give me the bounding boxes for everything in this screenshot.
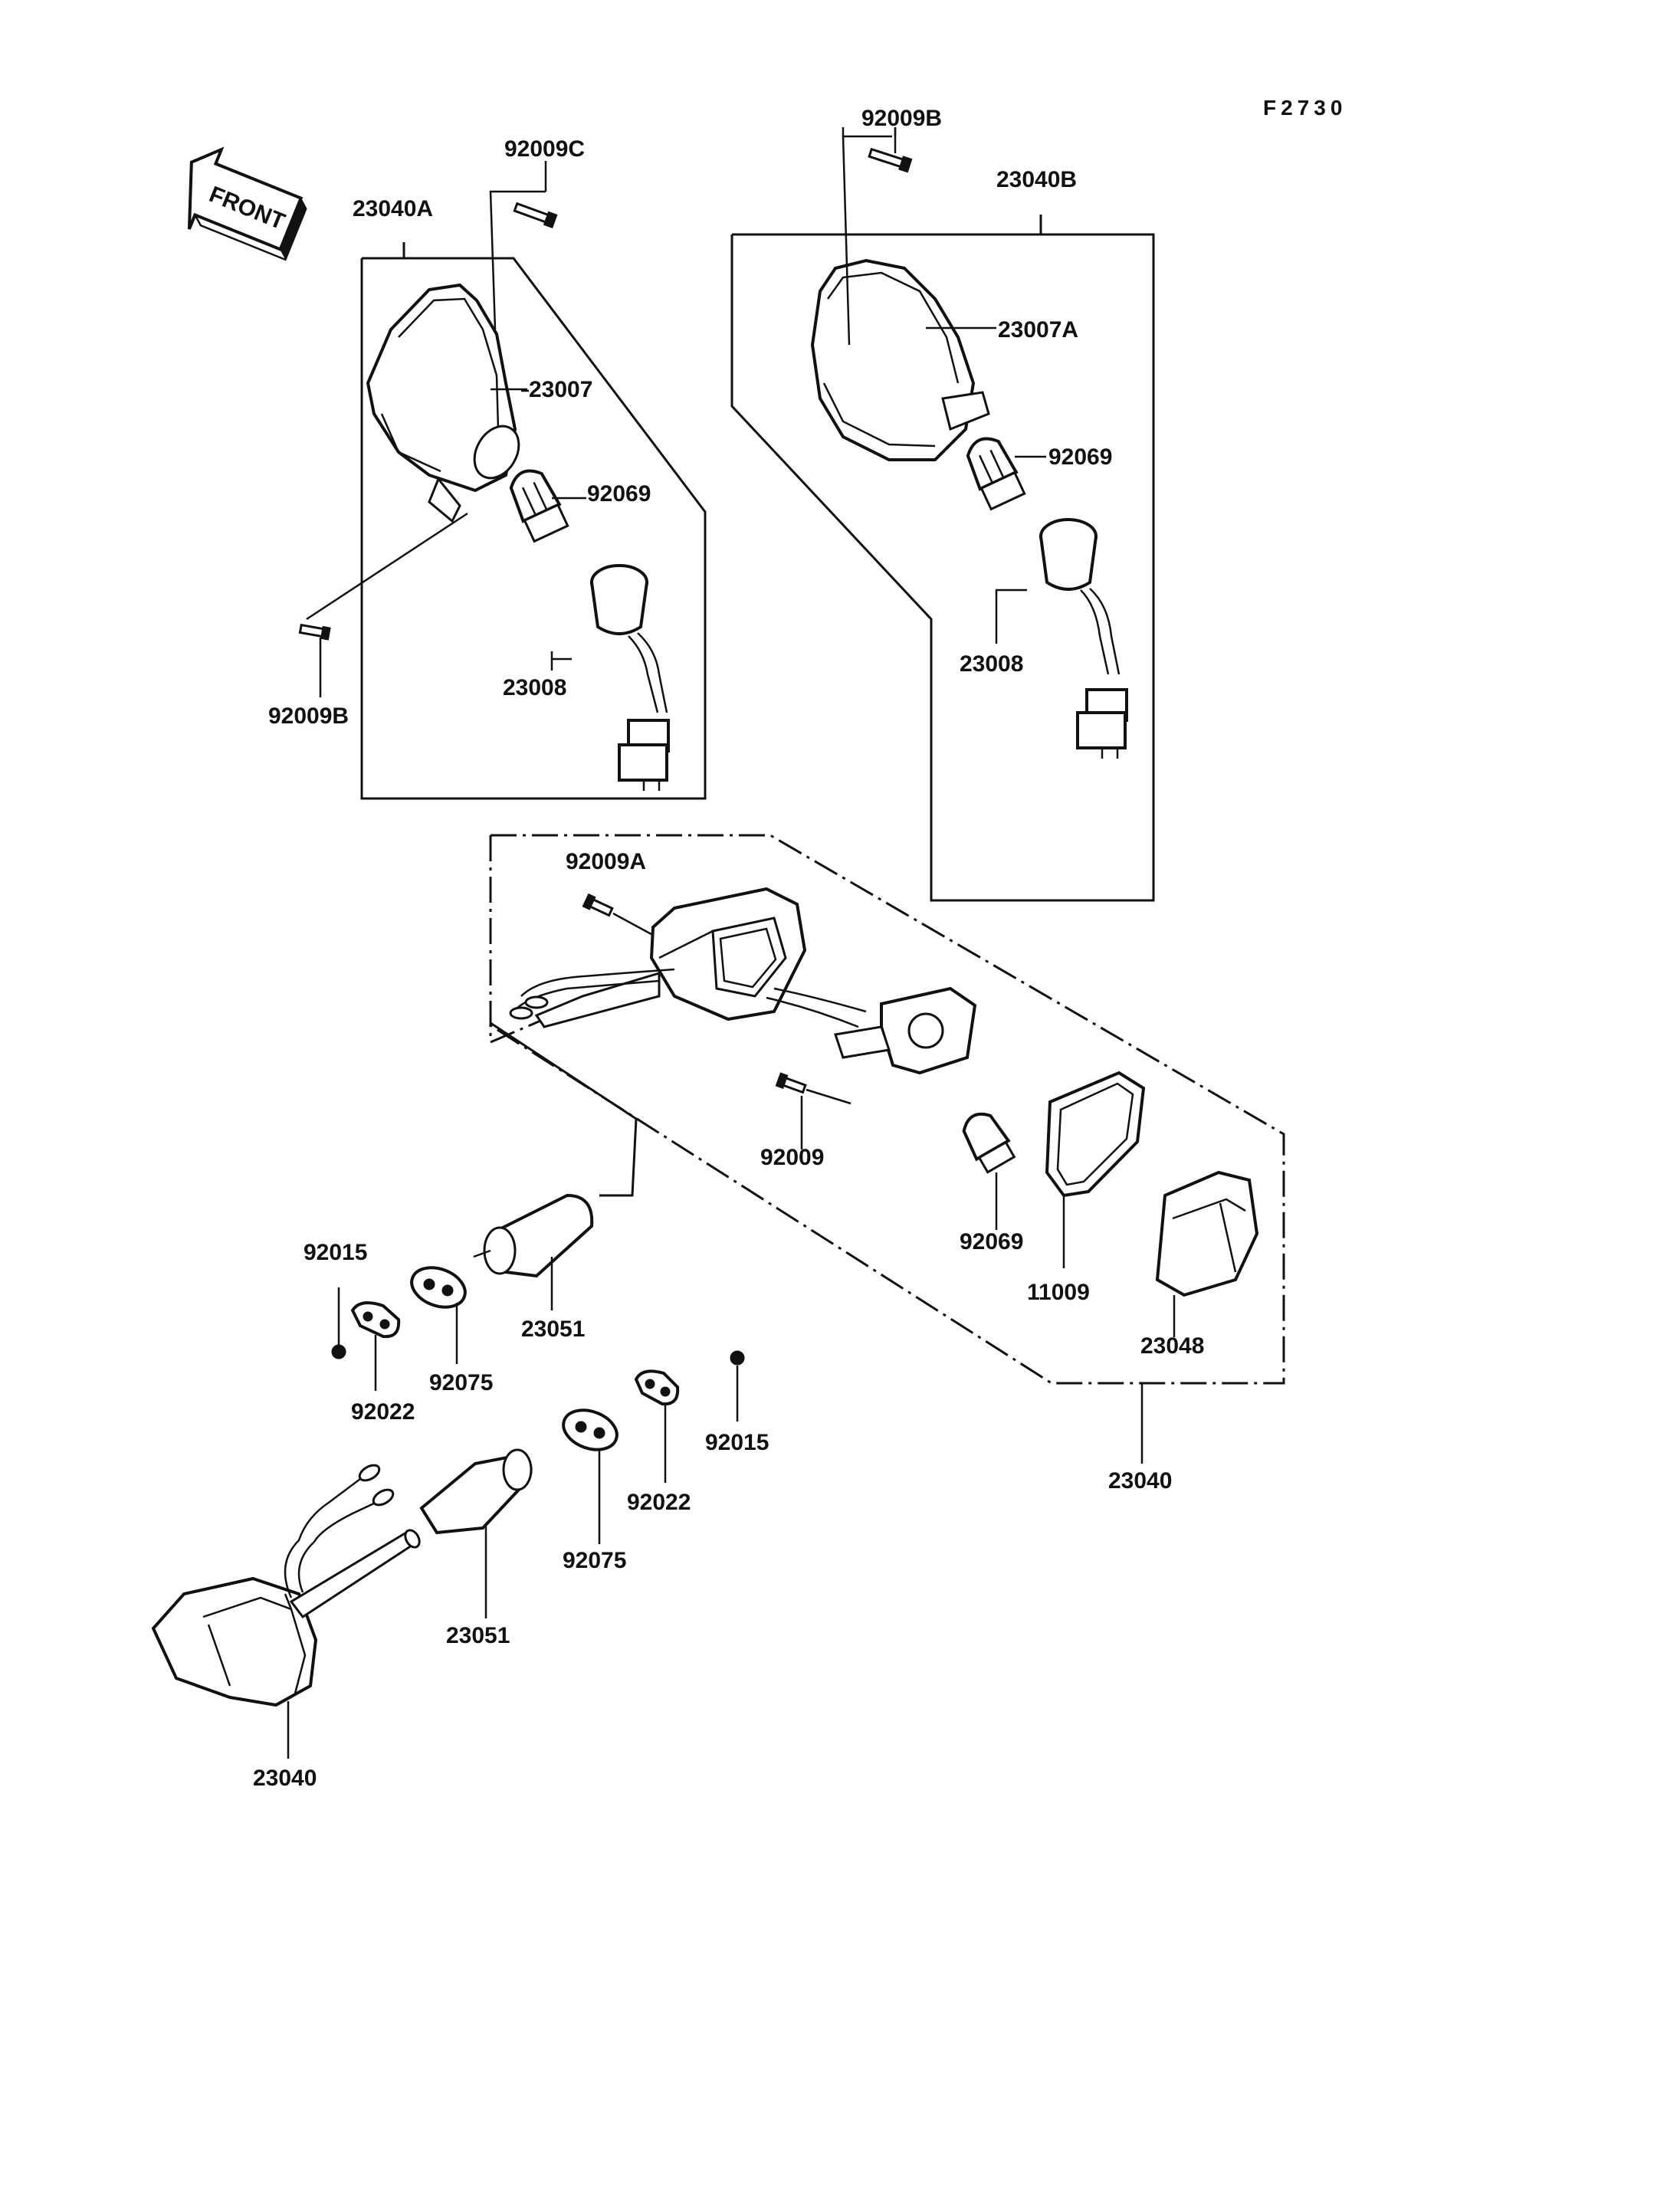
label-92022-right: 92022 (627, 1490, 691, 1515)
screw-92009-icon (775, 1072, 807, 1094)
label-23051-lower: 23051 (446, 1623, 510, 1648)
gasket-11009-icon (1045, 1071, 1146, 1198)
label-23051-upper: 23051 (521, 1317, 585, 1342)
bulb-92069-upper-left-icon (509, 469, 569, 543)
hardware-left-set (331, 1193, 594, 1391)
label-92009A: 92009A (566, 849, 646, 874)
washer-92022-right-icon (634, 1369, 680, 1406)
grommet-92075-left-icon (410, 1266, 467, 1309)
label-92075-right: 92075 (563, 1548, 626, 1573)
socket-23008-upper-right-icon (1039, 518, 1128, 759)
washer-92022-left-icon (350, 1301, 401, 1339)
screw-92009A-icon (582, 893, 614, 917)
label-23040A: 23040A (353, 196, 433, 221)
assembly-23040A (298, 161, 707, 800)
grommet-92075-right-icon (562, 1408, 619, 1451)
socket-23008-upper-left-icon (590, 564, 670, 791)
hardware-right-set (419, 1350, 745, 1618)
label-23048: 23048 (1140, 1333, 1204, 1359)
label-23008-upper-right: 23008 (960, 651, 1023, 677)
front-arrow-icon: FRONT (187, 146, 307, 261)
figure-code: F2730 (1263, 96, 1347, 120)
label-92009B-lower: 92009B (268, 703, 349, 729)
label-92069-upper-right: 92069 (1048, 444, 1112, 470)
screw-92009B-upper-icon (868, 147, 913, 173)
label-11009: 11009 (1027, 1280, 1090, 1305)
label-92009: 92009 (760, 1145, 824, 1170)
screw-92009B-lower-icon (298, 623, 331, 641)
assembly-23040 (486, 834, 1285, 1464)
turn-signal-23040-lower-icon (151, 1464, 421, 1759)
label-92069-upper-left: 92069 (587, 481, 651, 507)
label-92069-middle: 92069 (960, 1229, 1023, 1254)
nut-92015-left-icon (331, 1344, 346, 1359)
screw-92009C-icon (513, 202, 558, 228)
label-92015-left: 92015 (304, 1240, 367, 1265)
nut-92015-right-icon (730, 1350, 745, 1366)
label-23007: 23007 (529, 377, 592, 402)
label-23008-upper-left: 23008 (503, 675, 566, 700)
label-23040B: 23040B (996, 167, 1077, 192)
bulb-92069-middle-icon (962, 1112, 1016, 1174)
assembly-23040B (730, 127, 1155, 902)
label-23040-lower: 23040 (253, 1766, 317, 1791)
label-92015-right: 92015 (705, 1430, 769, 1455)
label-92009C: 92009C (504, 136, 585, 162)
label-92075-left: 92075 (429, 1370, 493, 1395)
label-23040-middle: 23040 (1108, 1468, 1172, 1494)
label-23007A: 23007A (998, 317, 1078, 343)
lens-23048-icon (1155, 1170, 1259, 1297)
bulb-92069-upper-right-icon (966, 437, 1026, 511)
label-92022-left: 92022 (351, 1399, 415, 1425)
label-92009B-upper: 92009B (861, 106, 942, 131)
